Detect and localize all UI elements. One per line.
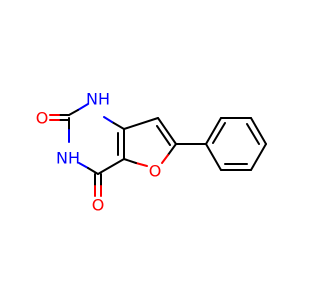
- bond-c6-o-a: [167, 143, 177, 156]
- bond-c7-c6-inner: [156, 125, 171, 146]
- phenyl-bond-1-inner: [212, 122, 226, 144]
- bond-o-c4a-b: [123, 158, 137, 164]
- bond-n3-c4-b: [87, 167, 99, 175]
- bond-c6-o-b: [161, 154, 169, 164]
- phenyl-bond-4: [250, 143, 267, 171]
- phenyl-bond-3: [250, 117, 267, 145]
- bond-c4-c4a: [97, 158, 125, 175]
- bond-c7-c6: [157, 117, 177, 145]
- phenyl-bond-3-inner: [246, 123, 260, 145]
- structure-diagram: NH O NH O O: [36, 90, 267, 215]
- bond-c7a-n1-b: [103, 116, 113, 123]
- molecule-canvas: NH O NH O O: [36, 90, 267, 215]
- phenyl-bond-1: [205, 117, 222, 145]
- atom-label-o-bottom: O: [92, 196, 105, 215]
- bond-n1-c2-carbon: [68, 109, 79, 116]
- bond-n1-c2: [77, 103, 89, 111]
- bond-o-c4a-a: [135, 162, 148, 167]
- atom-label-nh-top: NH: [86, 90, 110, 109]
- atom-label-o-ring: O: [149, 162, 162, 181]
- bond-n3-c4-a: [78, 162, 89, 169]
- bond-c7a-c7: [123, 117, 159, 130]
- atom-label-nh-left: NH: [56, 149, 80, 168]
- atom-label-o-top: O: [36, 109, 49, 128]
- bond-c7a-n1-a: [111, 121, 125, 130]
- phenyl-bond-6: [205, 143, 222, 171]
